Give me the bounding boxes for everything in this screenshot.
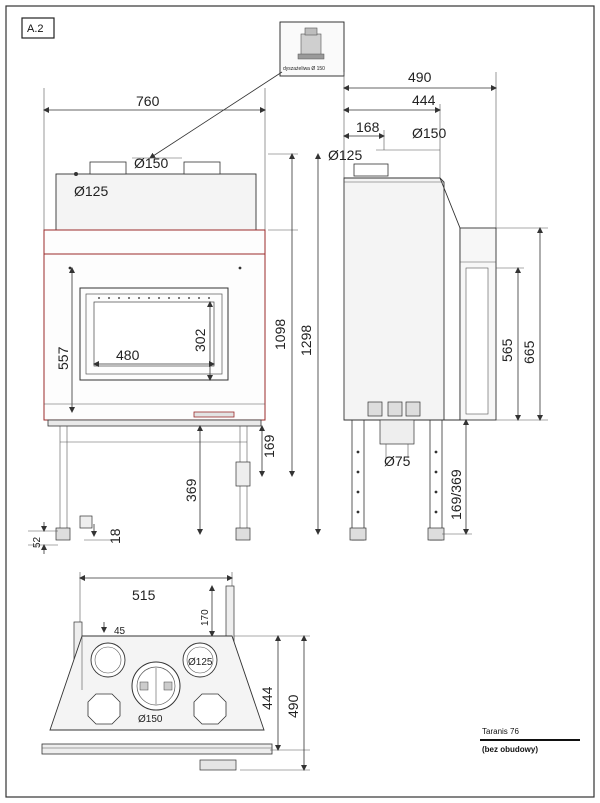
front-dia-125: Ø125 bbox=[74, 183, 108, 199]
side-depth-444: 444 bbox=[412, 92, 436, 108]
side-view: 490 444 168 Ø150 Ø125 Ø75 bbox=[328, 69, 548, 541]
side-dia-150: Ø150 bbox=[412, 125, 446, 141]
title-block: Taranis 76 (bez obudowy) bbox=[480, 727, 580, 754]
model-name: Taranis 76 bbox=[482, 727, 519, 736]
side-height-665: 665 bbox=[521, 340, 537, 364]
side-dia-125: Ø125 bbox=[328, 147, 362, 163]
top-depth-490: 490 bbox=[285, 694, 301, 718]
nozzle-callout: dyszażeliwa Ø 150 bbox=[149, 21, 345, 159]
sheet-border bbox=[5, 5, 595, 798]
sheet-label: A.2 bbox=[27, 23, 44, 35]
top-depth-170: 170 bbox=[200, 609, 211, 626]
top-dia-150: Ø150 bbox=[138, 714, 163, 725]
front-dia-150: Ø150 bbox=[134, 155, 168, 171]
front-height-1298: 1298 bbox=[298, 325, 314, 356]
front-leg-169: 169 bbox=[261, 434, 277, 458]
front-height-1098: 1098 bbox=[272, 319, 288, 350]
side-offset-168: 168 bbox=[356, 119, 380, 135]
side-dia-75: Ø75 bbox=[384, 453, 411, 469]
top-depth-444: 444 bbox=[259, 686, 275, 710]
front-window-height-302: 302 bbox=[192, 328, 208, 352]
top-width-515: 515 bbox=[132, 587, 156, 603]
front-foot-18: 18 bbox=[107, 528, 123, 544]
top-dim-45: 45 bbox=[114, 626, 126, 637]
side-height-565: 565 bbox=[499, 338, 515, 362]
front-glass-width-480: 480 bbox=[116, 347, 140, 363]
side-depth-490: 490 bbox=[408, 69, 432, 85]
top-dia-125: Ø125 bbox=[188, 657, 213, 668]
front-width-760: 760 bbox=[136, 93, 160, 109]
side-leg-169-369: 169/369 bbox=[448, 469, 464, 520]
nozzle-callout-label: dyszażeliwa Ø 150 bbox=[283, 66, 325, 72]
top-view: 515 170 45 Ø125 Ø150 bbox=[41, 572, 310, 771]
front-view: 760 Ø150 Ø125 557 480 302 bbox=[28, 88, 321, 554]
sheet-label-box bbox=[21, 17, 55, 39]
front-glass-height-557: 557 bbox=[55, 346, 71, 370]
front-leg-369: 369 bbox=[183, 478, 199, 502]
front-foot-52: 52 bbox=[32, 536, 43, 548]
model-note: (bez obudowy) bbox=[482, 745, 538, 754]
